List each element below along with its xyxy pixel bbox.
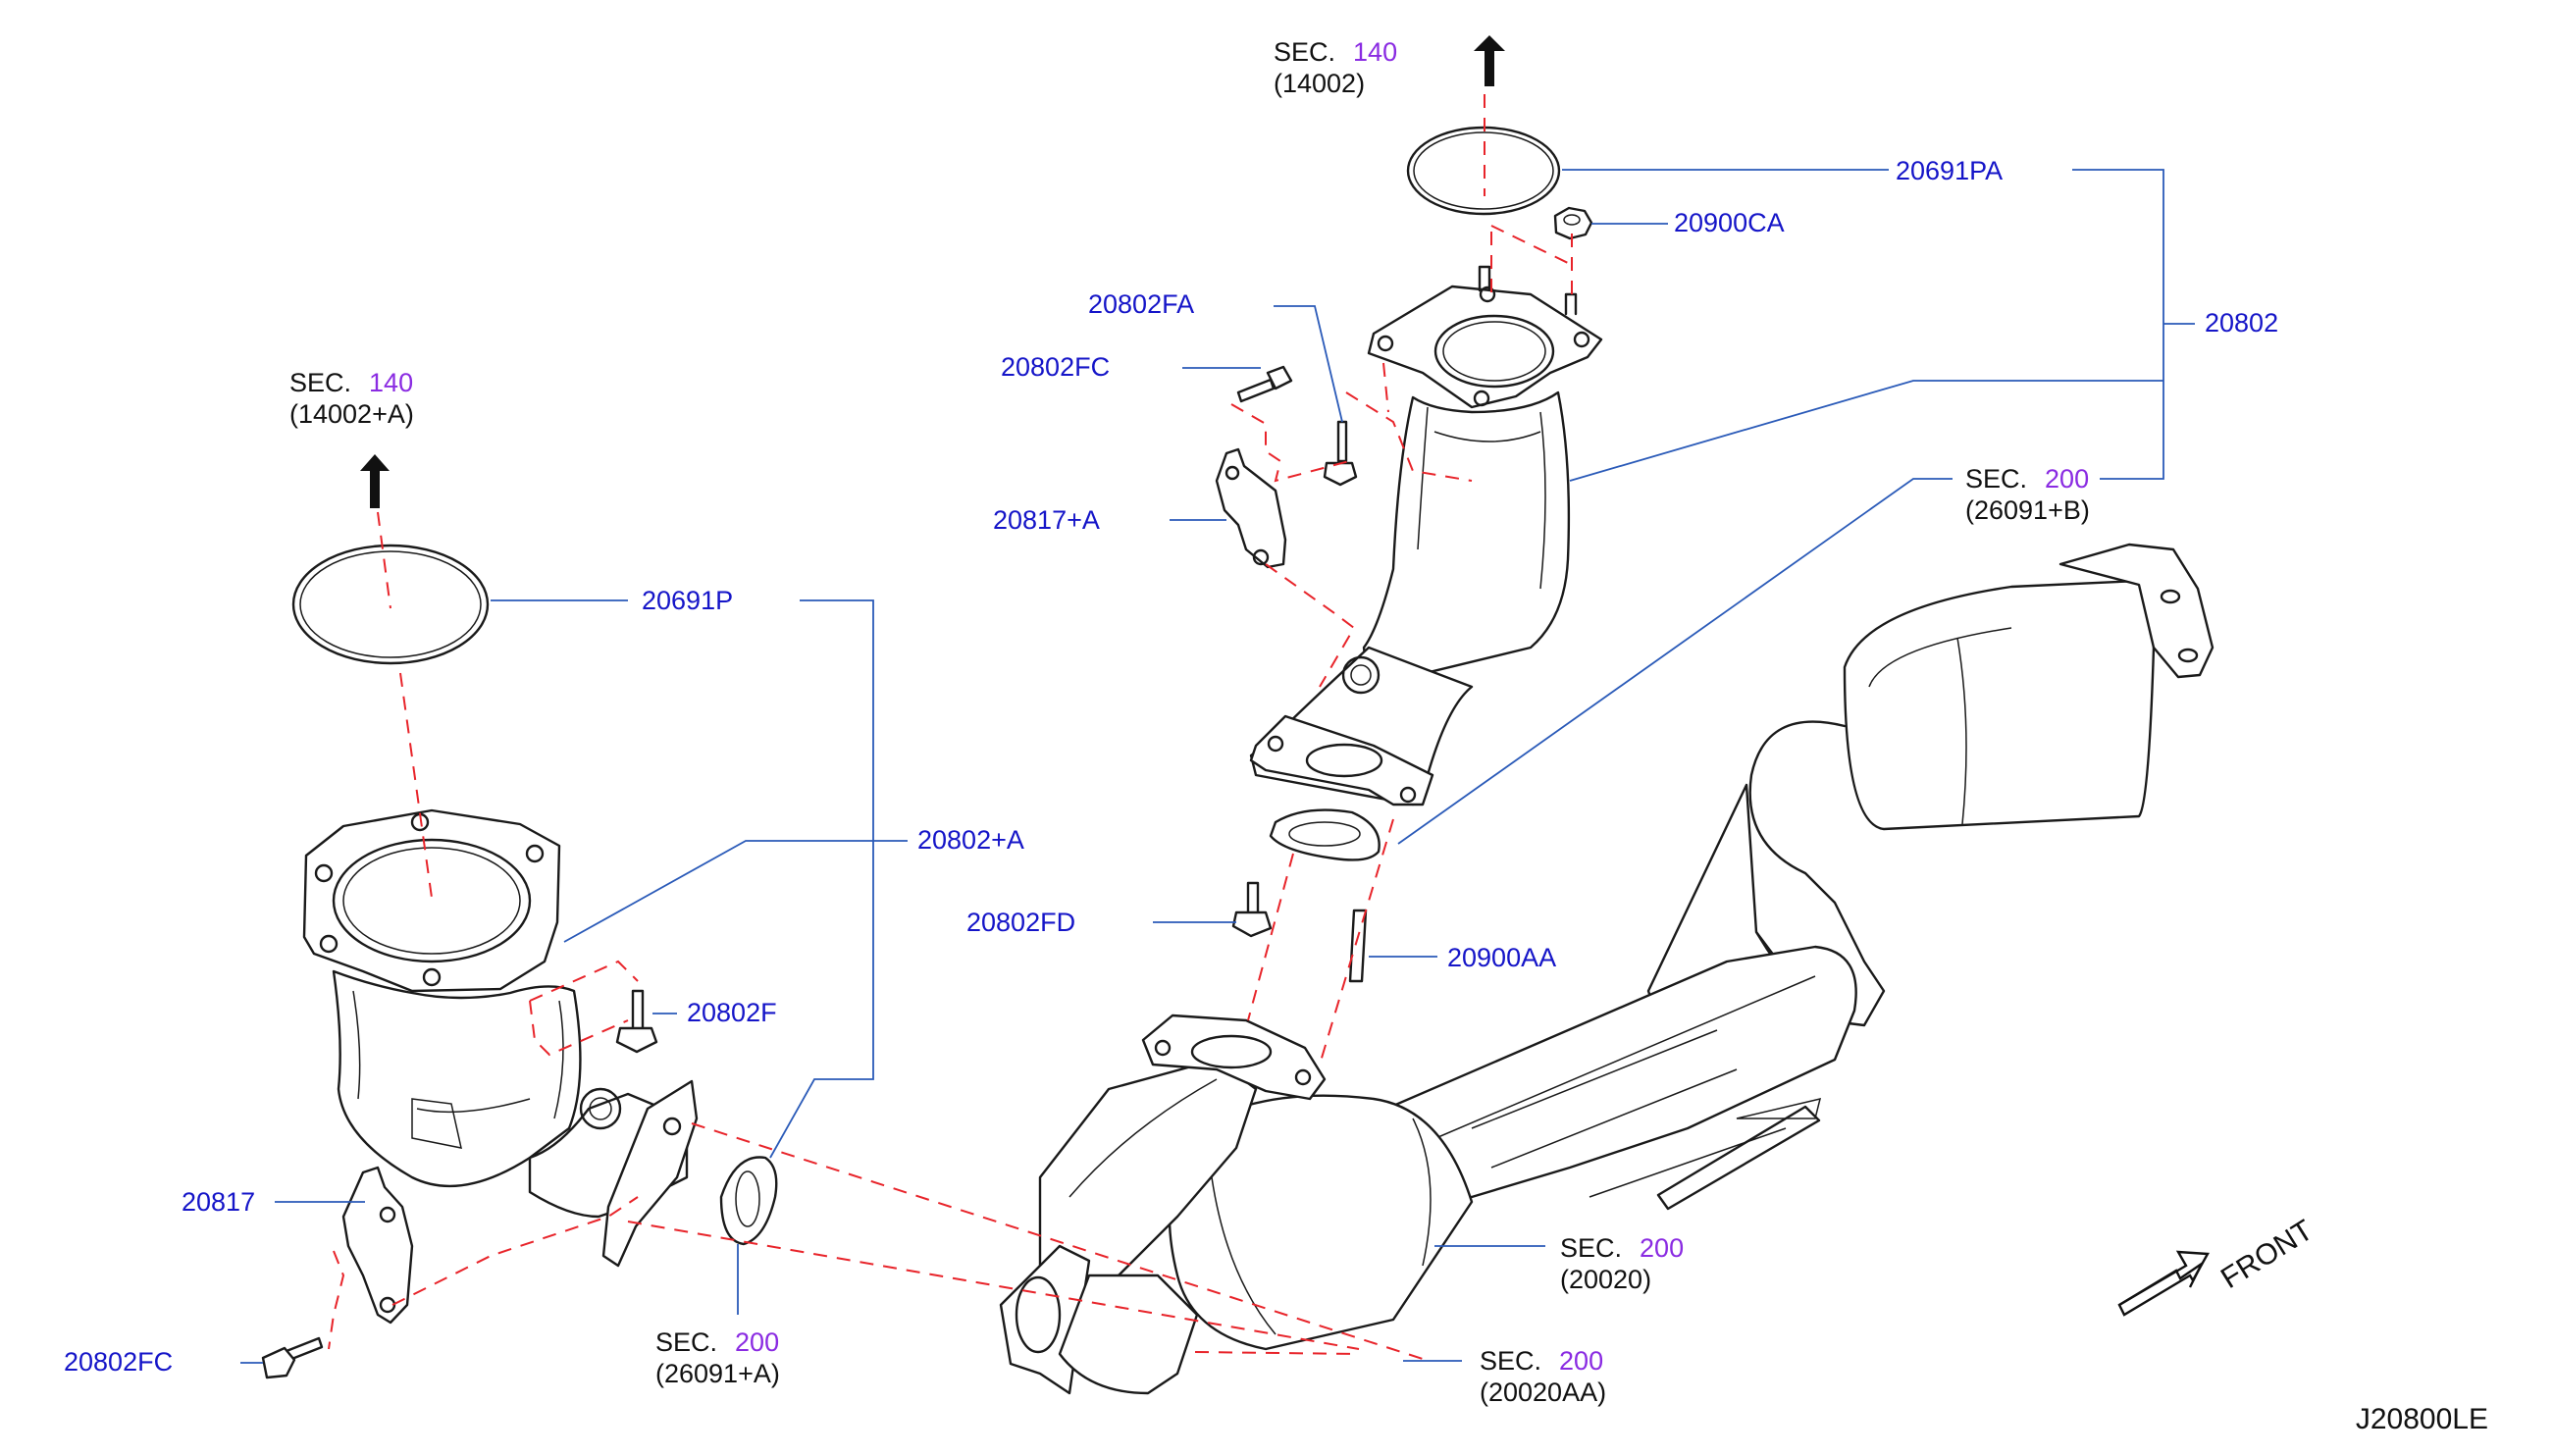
section-subref: (26091+B) (1965, 495, 2090, 525)
bracket-20817a (1215, 447, 1287, 569)
part-label-20802fd[interactable]: 20802FD (966, 908, 1076, 937)
section-subref: (20020) (1560, 1265, 1652, 1294)
part-label-20802[interactable]: 20802 (2205, 308, 2279, 338)
part-label-20802fa[interactable]: 20802FA (1088, 289, 1195, 319)
gasket-upper-outlet (1269, 808, 1381, 861)
part-label-20900ca[interactable]: 20900CA (1674, 208, 1785, 237)
arrow-up-icon (360, 454, 390, 508)
gasket-26091a (719, 1156, 778, 1246)
section-ref-200-26091a[interactable]: SEC. 200 (26091+A) (655, 1326, 780, 1389)
section-ref-200-20020[interactable]: SEC. 200 (20020) (1560, 1232, 1684, 1295)
section-number: 200 (2045, 464, 2090, 494)
section-number: 140 (1353, 37, 1398, 67)
bolt-20802fa (1323, 420, 1358, 487)
upper-catalytic-converter (1249, 265, 1603, 806)
part-label-20900aa[interactable]: 20900AA (1447, 943, 1557, 972)
section-prefix: SEC. (1480, 1346, 1542, 1376)
leader-lines (240, 169, 2195, 1364)
nut-20900ca (1553, 206, 1593, 240)
section-ref-140-left[interactable]: SEC. 140 (14002+A) (289, 367, 414, 430)
arrow-up-icon (1474, 35, 1505, 86)
section-subref: (26091+A) (655, 1359, 780, 1388)
left-catalytic-converter (302, 808, 699, 1268)
bolt-20802fd (1231, 881, 1273, 938)
gasket-ring-20691p (291, 544, 490, 665)
part-label-20802fc-upper[interactable]: 20802FC (1001, 352, 1111, 382)
front-exhaust-tube-assembly (999, 543, 2214, 1395)
bolt-20802f (615, 989, 658, 1054)
front-direction-arrow-icon (2117, 1250, 2210, 1317)
part-label-20802a[interactable]: 20802+A (917, 825, 1024, 855)
diagram-code: J20800LE (2355, 1403, 2488, 1435)
part-label-20691pa[interactable]: 20691PA (1896, 156, 2004, 185)
alignment-dashed-lines (328, 94, 1573, 1360)
section-prefix: SEC. (655, 1327, 718, 1357)
section-subref: (20020AA) (1480, 1378, 1607, 1407)
part-label-20691p[interactable]: 20691P (642, 586, 734, 615)
section-ref-200-26091b[interactable]: SEC. 200 (26091+B) (1965, 463, 2090, 526)
section-ref-140-top[interactable]: SEC. 140 (14002) (1274, 36, 1397, 99)
section-number: 200 (735, 1327, 780, 1357)
section-prefix: SEC. (1965, 464, 2028, 494)
bolt-20802fc-upper (1236, 365, 1293, 403)
section-ref-200-20020aa[interactable]: SEC. 200 (20020AA) (1480, 1345, 1606, 1408)
part-label-20817a[interactable]: 20817+A (993, 505, 1100, 535)
part-label-20802f[interactable]: 20802F (687, 998, 777, 1027)
section-subref: (14002+A) (289, 399, 414, 429)
section-prefix: SEC. (1560, 1233, 1623, 1263)
section-subref: (14002) (1274, 69, 1366, 98)
section-number: 140 (369, 368, 414, 397)
section-number: 200 (1559, 1346, 1604, 1376)
section-prefix: SEC. (289, 368, 352, 397)
part-label-20802fc-lower[interactable]: 20802FC (64, 1347, 174, 1377)
section-prefix: SEC. (1274, 37, 1336, 67)
section-number: 200 (1640, 1233, 1685, 1263)
bolt-20802fc-lower (261, 1336, 324, 1379)
part-label-20817[interactable]: 20817 (182, 1187, 256, 1217)
